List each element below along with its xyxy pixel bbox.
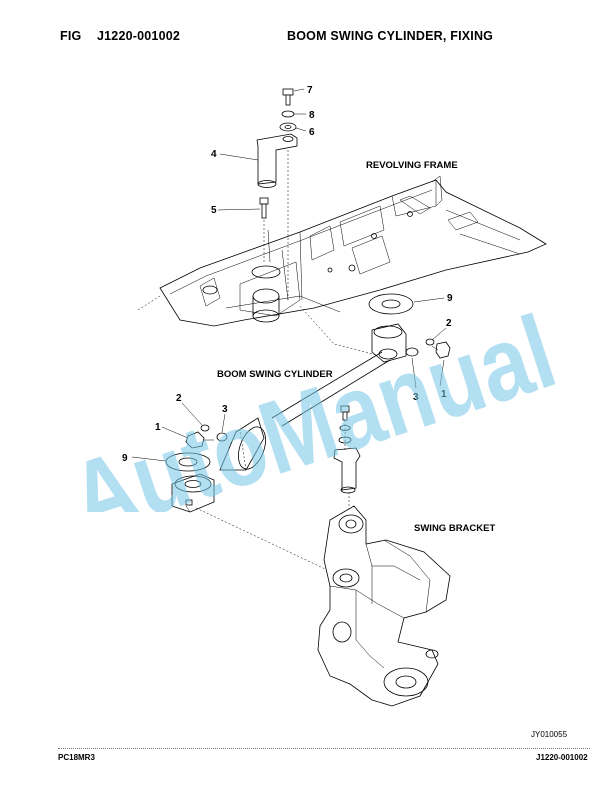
- callout-6: 6: [309, 127, 315, 138]
- callout-3-left: 3: [222, 404, 228, 415]
- callout-7: 7: [307, 85, 313, 96]
- label-swing-bracket: SWING BRACKET: [414, 523, 495, 534]
- callout-4: 4: [211, 149, 217, 160]
- pin-assembly-drawing: [256, 88, 298, 301]
- footer-divider: [58, 748, 590, 749]
- fig-label: FIG: [60, 29, 82, 43]
- fitting-group-left: [185, 424, 228, 449]
- footer-fig-number: J1220-001002: [536, 753, 588, 762]
- callout-2-right: 2: [446, 318, 452, 329]
- boom-swing-cylinder-drawing: [171, 323, 407, 577]
- region-labels: REVOLVING FRAME BOOM SWING CYLINDER SWIN…: [217, 160, 495, 534]
- callout-2-left: 2: [176, 393, 182, 404]
- callout-8: 8: [309, 110, 315, 121]
- callout-9-left: 9: [122, 453, 128, 464]
- thrust-washer-left: [165, 452, 211, 472]
- leader-lines: [131, 88, 447, 462]
- fig-number: J1220-001002: [97, 29, 181, 43]
- callout-1-left: 1: [155, 422, 161, 433]
- callout-1-right: 1: [441, 389, 447, 400]
- label-revolving-frame: REVOLVING FRAME: [366, 160, 458, 171]
- footer-model: PC18MR3: [58, 753, 95, 762]
- callout-3-right: 3: [413, 392, 419, 403]
- callout-labels: 7 8 6 4 5 9 2 3 1 2 3 1 9: [122, 85, 453, 464]
- lower-pin-assembly-drawing: [333, 405, 361, 520]
- figure-title: BOOM SWING CYLINDER, FIXING: [287, 29, 494, 43]
- swing-bracket-drawing: [317, 505, 451, 707]
- revolving-frame-drawing: [137, 175, 547, 357]
- callout-9-top: 9: [447, 293, 453, 304]
- fitting-group-right: [405, 338, 451, 359]
- drawing-code: JY010055: [531, 730, 568, 739]
- thrust-washer-top: [368, 293, 414, 315]
- label-boom-swing-cylinder: BOOM SWING CYLINDER: [217, 369, 333, 380]
- callout-5: 5: [211, 205, 217, 216]
